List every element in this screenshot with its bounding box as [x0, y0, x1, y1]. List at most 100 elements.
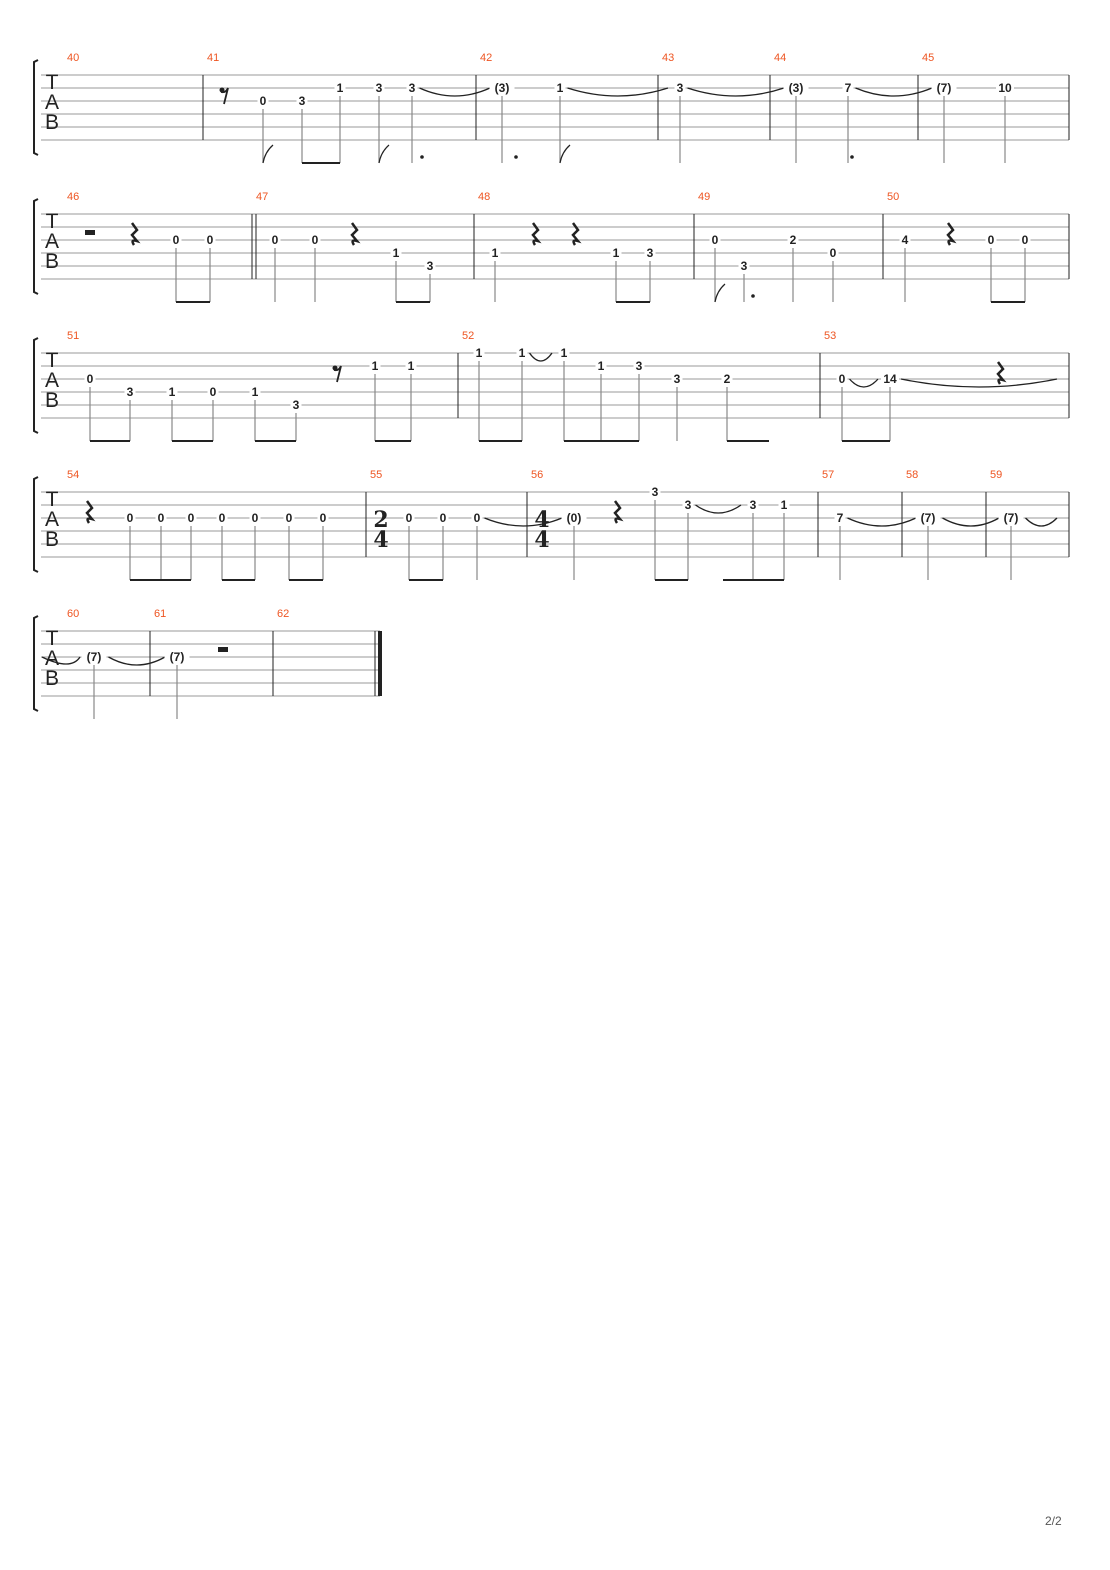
fret-number: 1 — [476, 346, 483, 360]
measure-number: 50 — [887, 191, 899, 203]
measure-59: 59(7) — [990, 469, 1058, 580]
measure-62: 62 — [277, 608, 382, 696]
fret-background — [842, 82, 854, 94]
note: 3 — [373, 81, 390, 164]
note: 3 — [674, 81, 785, 163]
note: 1 — [369, 359, 381, 441]
tab-clef-letter: B — [45, 250, 59, 273]
fret-number: 0 — [312, 233, 319, 247]
note: 3 — [406, 81, 491, 163]
fret-number: 7 — [845, 81, 852, 95]
fret-number: 0 — [260, 94, 267, 108]
fret-number: 1 — [337, 81, 344, 95]
fret-background — [489, 82, 515, 94]
fret-number: 14 — [883, 372, 897, 386]
quarter-rest — [613, 500, 624, 524]
fret-background — [369, 360, 381, 372]
tie — [687, 87, 785, 97]
tab-clef-letter: T — [46, 71, 59, 94]
fret-number: (7) — [937, 81, 952, 95]
measure-number: 47 — [256, 191, 268, 203]
fret-background — [309, 234, 321, 246]
fret-number: 0 — [712, 233, 719, 247]
note: 0 — [283, 511, 295, 580]
time-signature-top: 2 — [373, 507, 388, 533]
fret-background — [290, 399, 302, 411]
note: 0 — [269, 233, 281, 302]
fret-background — [787, 234, 799, 246]
fret-background — [317, 512, 329, 524]
fret-background — [155, 512, 167, 524]
fret-background — [836, 373, 848, 385]
tab-clef-letter: B — [45, 389, 59, 412]
measure-number: 43 — [662, 52, 674, 64]
fret-background — [996, 82, 1014, 94]
time-signature-top: 4 — [534, 507, 549, 533]
fret-number: 0 — [210, 385, 217, 399]
note: 0 — [985, 233, 997, 302]
system-bracket — [33, 615, 39, 712]
fret-number: 2 — [724, 372, 731, 386]
note: 3 — [633, 359, 645, 441]
note: 14 — [881, 372, 1058, 441]
fret-background — [204, 234, 216, 246]
fret-background — [166, 386, 178, 398]
fret-background — [721, 373, 733, 385]
fret-number: 3 — [674, 372, 681, 386]
dot — [850, 155, 854, 159]
system-bracket — [33, 476, 39, 573]
fret-number: 10 — [998, 81, 1012, 95]
system-bracket — [33, 337, 39, 434]
fret-number: 1 — [252, 385, 259, 399]
fret-number: (7) — [921, 511, 936, 525]
fret-background — [170, 234, 182, 246]
tie — [567, 87, 669, 97]
note: 0 — [204, 233, 216, 302]
fret-background — [124, 512, 136, 524]
note-flag — [559, 144, 571, 164]
fret-number: 0 — [474, 511, 481, 525]
fret-number: 0 — [406, 511, 413, 525]
note: 1 — [249, 385, 261, 441]
note: 1 — [595, 359, 607, 441]
fret-number: 1 — [372, 359, 379, 373]
measure-number: 56 — [531, 469, 543, 481]
note: 2 — [721, 372, 733, 441]
measure-45: 45(7)10 — [922, 52, 1014, 163]
tie — [419, 87, 491, 97]
quarter-rest — [996, 361, 1007, 385]
note: 0 — [155, 511, 167, 580]
fret-background — [185, 512, 197, 524]
fret-number: 1 — [561, 346, 568, 360]
fret-number: 1 — [613, 246, 620, 260]
note: 1 — [473, 346, 485, 441]
fret-number: 1 — [781, 498, 788, 512]
measure-number: 61 — [154, 608, 166, 620]
fret-background — [249, 386, 261, 398]
fret-number: 1 — [393, 246, 400, 260]
fret-number: 3 — [647, 246, 654, 260]
fret-number: 3 — [299, 94, 306, 108]
measure-number: 57 — [822, 469, 834, 481]
fret-number: 0 — [272, 233, 279, 247]
note: 7 — [834, 511, 917, 580]
note: 4 — [899, 233, 911, 302]
note-flag — [378, 144, 390, 164]
note: 0 — [216, 511, 228, 580]
tab-clef-letter: T — [46, 627, 59, 650]
fret-number: 1 — [169, 385, 176, 399]
fret-background — [644, 247, 656, 259]
fret-number: 3 — [127, 385, 134, 399]
note-flag — [714, 283, 726, 303]
fret-background — [682, 499, 694, 511]
fret-number: 3 — [293, 398, 300, 412]
measure-number: 44 — [774, 52, 786, 64]
fret-number: 3 — [741, 259, 748, 273]
